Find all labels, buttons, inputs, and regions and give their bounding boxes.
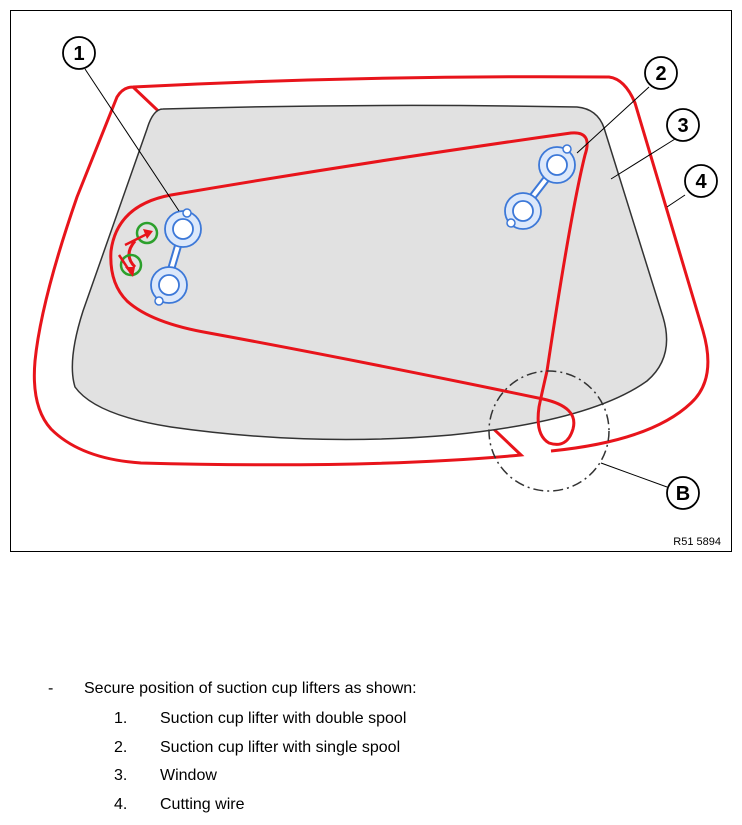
- position-marker-lower: [119, 253, 143, 277]
- figure-code: R51 5894: [673, 536, 721, 548]
- callout-4: 4: [684, 164, 718, 198]
- windshield-diagram: 1 2 3 4 B R51 5894: [32, 36, 721, 548]
- leader-line-b: [600, 462, 668, 488]
- item-text: Window: [160, 767, 217, 784]
- item-number: 1.: [114, 710, 128, 727]
- leader-line-3: [610, 138, 676, 180]
- callout-2: 2: [644, 56, 678, 90]
- leader-line-1: [84, 68, 180, 212]
- detail-circle-b: [488, 370, 610, 492]
- item-number: 3.: [114, 767, 128, 784]
- intro-text: Secure position of suction cup lifters a…: [84, 680, 417, 697]
- item-text: Suction cup lifter with single spool: [160, 739, 401, 756]
- callout-1: 1: [62, 36, 96, 70]
- svg-text:3: 3: [677, 115, 688, 137]
- diagram-figure: 1 2 3 4 B R51 5894: [10, 10, 732, 552]
- item-text: Suction cup lifter with double spool: [160, 710, 407, 727]
- svg-text:1: 1: [73, 43, 84, 65]
- position-marker-upper: [135, 221, 159, 245]
- item-number: 2.: [114, 739, 128, 756]
- arrow-lower-head-icon: [125, 267, 135, 277]
- arrow-upper-icon: [124, 231, 150, 247]
- inner-wire-path: [109, 131, 589, 446]
- svg-text:2: 2: [655, 63, 666, 85]
- leader-line-4: [666, 194, 686, 208]
- outer-wire-loop: [32, 75, 710, 467]
- svg-text:4: 4: [695, 171, 707, 193]
- suction-cup-lifter-double: [150, 208, 202, 306]
- callout-3: 3: [666, 108, 700, 142]
- leader-line-2: [576, 86, 650, 154]
- svg-text:B: B: [676, 483, 690, 505]
- suction-cup-lifter-single: [504, 144, 576, 230]
- item-number: 4.: [114, 796, 128, 813]
- window-glass: [71, 104, 668, 441]
- item-text: Cutting wire: [160, 796, 245, 813]
- arrow-upper-head-icon: [143, 229, 153, 239]
- bullet-dash: -: [48, 680, 54, 697]
- callout-b: B: [666, 476, 700, 510]
